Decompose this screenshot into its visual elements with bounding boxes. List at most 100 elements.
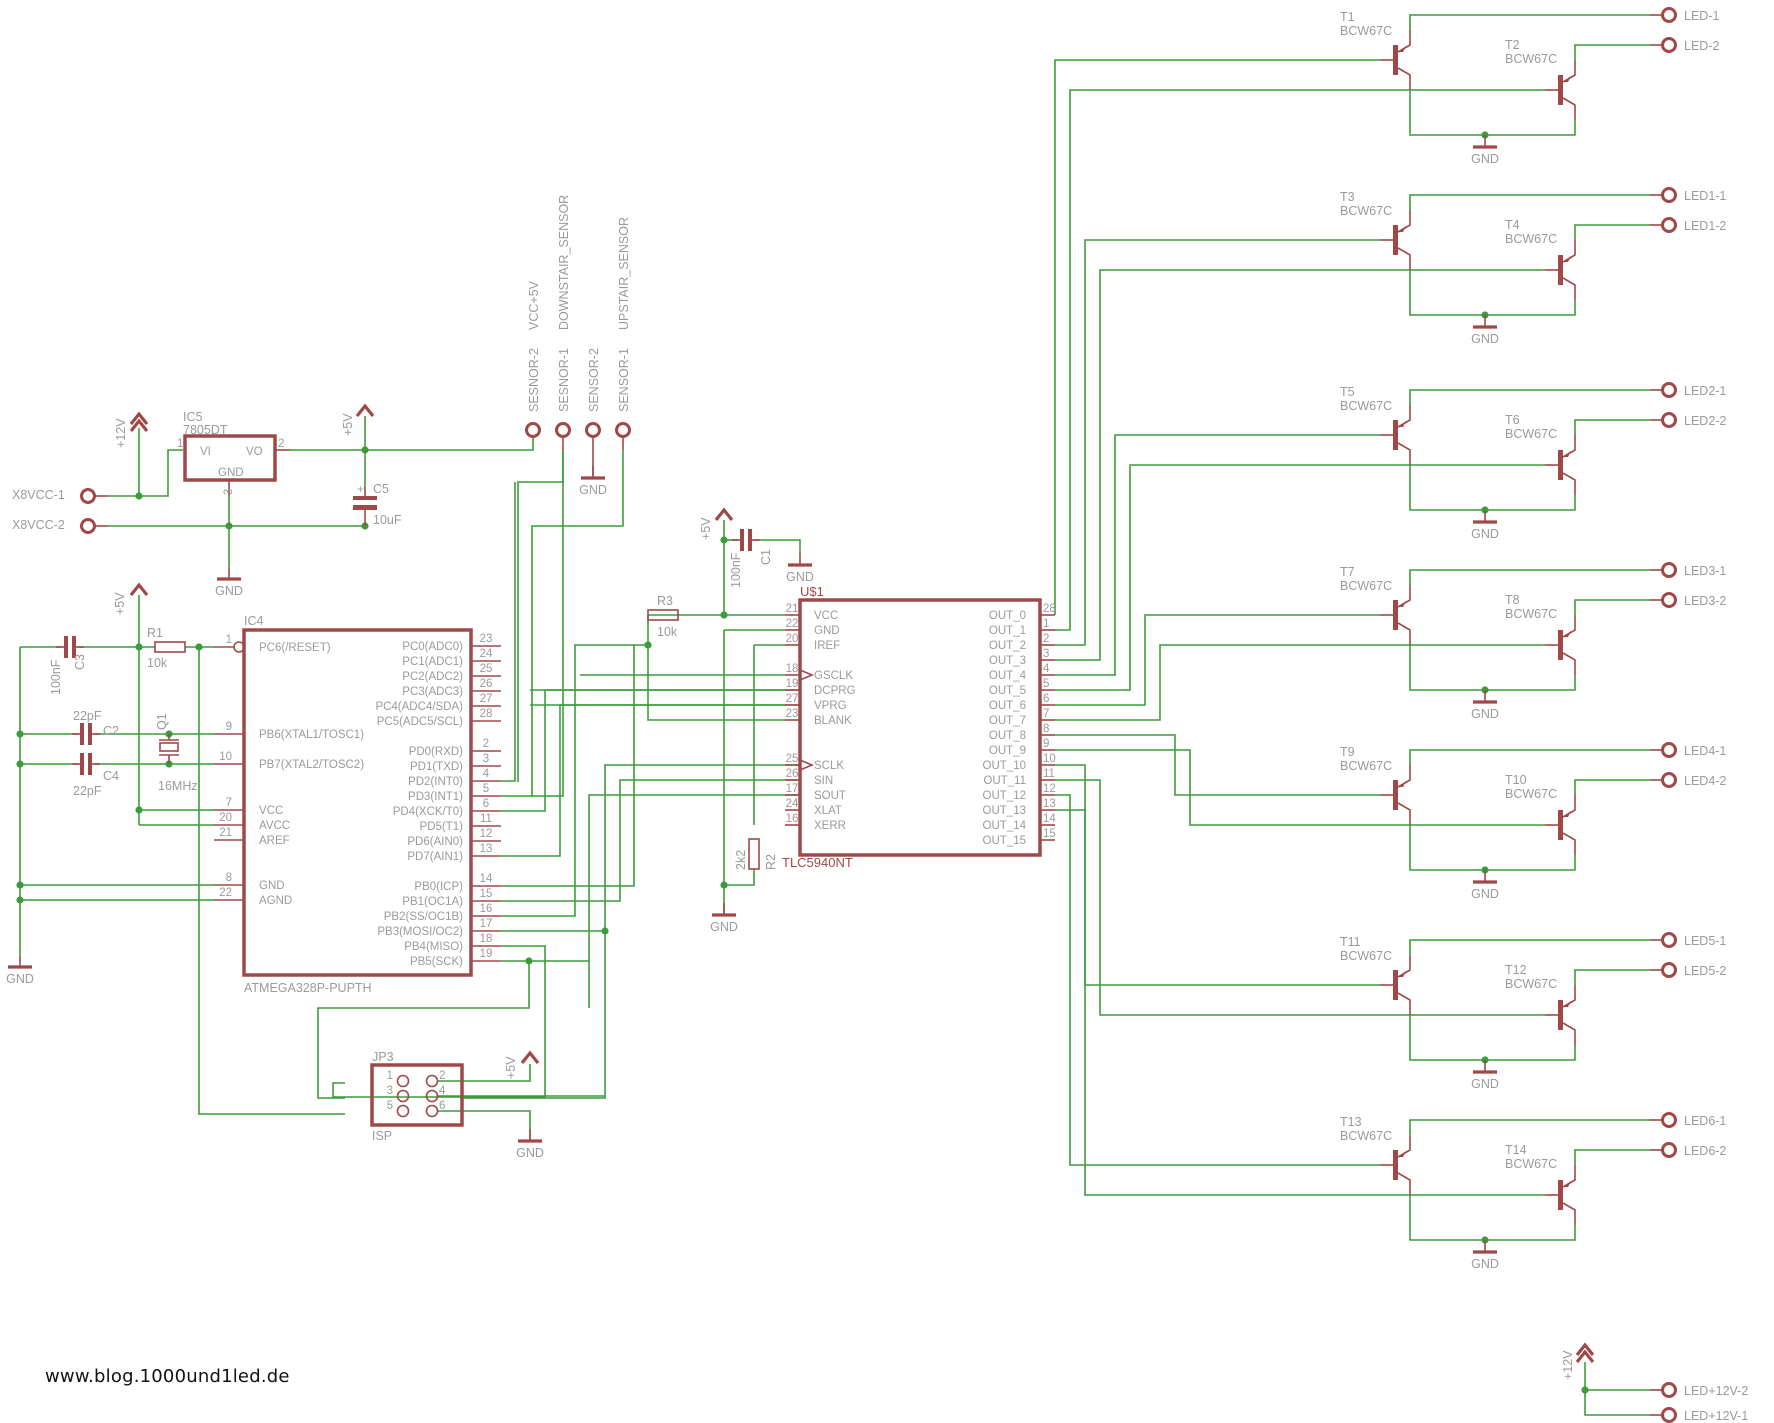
c1-name: C1 xyxy=(759,549,773,565)
transistor-name: T8 xyxy=(1505,593,1520,607)
transistor-name: T14 xyxy=(1505,1143,1527,1157)
pin-number: 26 xyxy=(480,678,493,690)
pin-number: 21 xyxy=(786,603,799,615)
pin-number: 25 xyxy=(786,753,799,765)
pin-label: OUT_13 xyxy=(983,805,1026,817)
c2-name: C2 xyxy=(103,724,119,738)
transistor-type: BCW67C xyxy=(1340,1129,1392,1143)
pin-number: 19 xyxy=(786,678,799,690)
pin-label: GND xyxy=(259,880,285,892)
isp-pin-number: 3 xyxy=(387,1085,393,1097)
r2-name: R2 xyxy=(764,854,778,870)
wire xyxy=(1574,1149,1650,1165)
wire xyxy=(1055,809,1545,1196)
r3-name: R3 xyxy=(657,594,673,608)
plus5v-arrow xyxy=(355,403,375,417)
pin-label: PD2(INT0) xyxy=(408,776,463,788)
transistor-t9 xyxy=(1393,780,1398,810)
pin-label: GND xyxy=(218,467,244,479)
pin-number: 7 xyxy=(226,797,232,809)
pin-label: PD3(INT1) xyxy=(408,791,463,803)
pin-label: OUT_9 xyxy=(989,745,1026,757)
wire xyxy=(724,869,755,886)
pin-number: 23 xyxy=(786,708,799,720)
pin-line xyxy=(1562,97,1576,120)
gnd-label: GND xyxy=(215,584,243,598)
pin-line xyxy=(1562,832,1576,855)
isp-value: ISP xyxy=(372,1129,392,1143)
emitter-arrow xyxy=(1398,46,1406,52)
led-pad xyxy=(1661,187,1677,203)
mcu-body xyxy=(242,628,473,977)
pin-number: 26 xyxy=(786,768,799,780)
emitter-arrow xyxy=(1398,781,1406,787)
parts xyxy=(8,7,1677,1423)
wire xyxy=(501,764,800,932)
pin-label: OUT_7 xyxy=(989,715,1026,727)
pin-label: OUT_10 xyxy=(983,760,1026,772)
sensor-pad-label: SESNOR-1 xyxy=(557,348,571,412)
transistor-type: BCW67C xyxy=(1340,579,1392,593)
isp-pin xyxy=(396,1089,410,1103)
pin-label: SCLK xyxy=(814,760,844,772)
transistor-t13 xyxy=(1393,1150,1398,1180)
wire xyxy=(1055,644,1545,721)
c3-value: 100nF xyxy=(49,659,63,695)
pin-line xyxy=(1397,802,1411,825)
pin-number: 14 xyxy=(1043,813,1056,825)
transistor-t8 xyxy=(1558,630,1563,660)
pin-label: PC1(ADC1) xyxy=(402,656,463,668)
pad-label-x8vcc-1: X8VCC-1 xyxy=(12,488,65,502)
wire xyxy=(1055,734,1380,796)
transistor-type: BCW67C xyxy=(1340,399,1392,413)
transistor-name: T9 xyxy=(1340,745,1355,759)
transistor-t14 xyxy=(1558,1180,1563,1210)
transistor-type: BCW67C xyxy=(1505,1157,1557,1171)
wire xyxy=(108,449,183,497)
wire xyxy=(1409,825,1576,871)
gnd-label: GND xyxy=(516,1146,544,1160)
pin-label: VI xyxy=(200,446,211,458)
wire xyxy=(531,450,624,797)
pin-number: 16 xyxy=(786,813,799,825)
pin-number: 10 xyxy=(1043,753,1056,765)
wire xyxy=(1409,939,1650,955)
wire xyxy=(1055,464,1545,691)
transistor-type: BCW67C xyxy=(1505,607,1557,621)
pin-label: PC5(ADC5/SCL) xyxy=(377,716,463,728)
transistor-name: T13 xyxy=(1340,1115,1362,1129)
transistor-name: T2 xyxy=(1505,38,1520,52)
pin-line xyxy=(1397,247,1411,270)
wire xyxy=(501,689,800,812)
sensor-pad xyxy=(555,422,571,438)
pin-number: 21 xyxy=(219,827,232,839)
wire xyxy=(1584,1362,1650,1416)
pin-number: 25 xyxy=(480,663,493,675)
pin-label: SIN xyxy=(814,775,833,787)
pin-label: PC6(/RESET) xyxy=(259,642,331,654)
pin-label: OUT_1 xyxy=(989,625,1026,637)
transistor-name: T4 xyxy=(1505,218,1520,232)
led-pad-label: LED4-1 xyxy=(1684,744,1726,758)
pin-label: IREF xyxy=(814,640,840,652)
pin-number: 2 xyxy=(278,438,284,450)
gnd-label: GND xyxy=(1471,152,1499,166)
r1-value: 10k xyxy=(147,656,168,670)
pin-number: 7 xyxy=(1043,708,1049,720)
transistor-name: T11 xyxy=(1340,935,1361,949)
gnd-label: GND xyxy=(579,483,607,497)
led-pad xyxy=(1661,1112,1677,1128)
gnd-label: GND xyxy=(1471,332,1499,346)
pin-number: 12 xyxy=(1043,783,1056,795)
wire xyxy=(1409,270,1576,316)
junction-dot xyxy=(16,881,24,889)
led-pad xyxy=(1661,7,1677,23)
wire xyxy=(517,450,564,782)
wire xyxy=(501,482,516,782)
sensor-group-label: UPSTAIR_SENSOR xyxy=(617,217,631,330)
sensor-group-label: VCC+5V xyxy=(527,280,541,330)
pin-label: PB3(MOSI/OC2) xyxy=(377,926,463,938)
junction-dot xyxy=(16,760,24,768)
pin-line xyxy=(1562,277,1576,300)
